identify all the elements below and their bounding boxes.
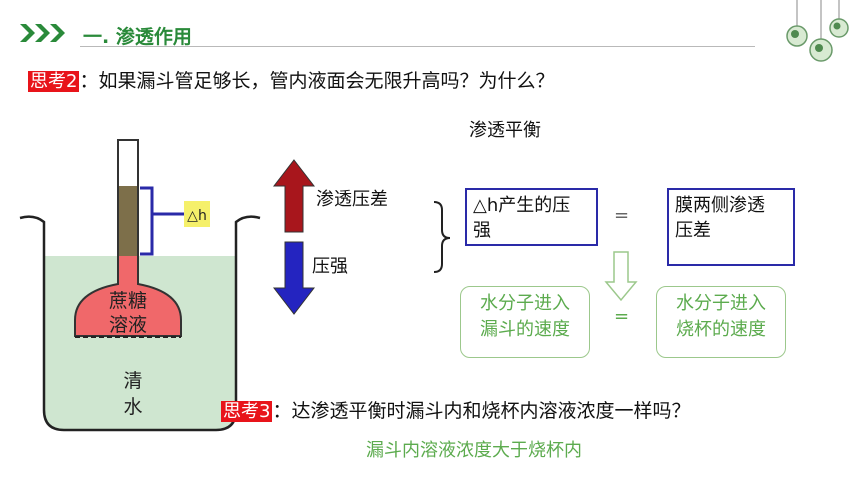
delta-h-label: △h (187, 208, 207, 224)
speed-funnel-line-1: 水分子进入 (480, 293, 570, 314)
pendant-lamps-icon (786, 0, 849, 62)
membrane-diff-box: 膜两侧渗透 压差 (667, 188, 795, 266)
beaker-text-1: 清 (123, 370, 142, 392)
question-2-tag: 思考2 (28, 71, 80, 92)
osmotic-diff-label: 渗透压差 (316, 189, 388, 210)
speed-funnel-line-2: 漏斗的速度 (480, 319, 570, 340)
question-3-text: ：达渗透平衡时漏斗内和烧杯内溶液浓度一样吗？ (272, 400, 691, 422)
question-3: 思考3：达渗透平衡时漏斗内和烧杯内溶液浓度一样吗？ (221, 396, 690, 426)
tube-solution (119, 256, 137, 286)
question-2-text: ：如果漏斗管足够长，管内液面会无限升高吗？为什么？ (79, 70, 555, 92)
speed-beaker-line-2: 烧杯的速度 (676, 319, 766, 340)
delta-h-highlight (184, 201, 210, 227)
membrane-box-line-2: 压差 (675, 220, 711, 241)
section-title: 一. 渗透作用 (83, 26, 192, 48)
question-3-tag: 思考3 (221, 401, 273, 422)
hollow-arrow-down-icon (604, 251, 638, 302)
pressure-box-line-1: △h产生的压 (473, 195, 571, 216)
question-2: 思考2：如果漏斗管足够长，管内液面会无限升高吗？为什么？ (28, 66, 554, 96)
speed-funnel-box: 水分子进入 漏斗的速度 (460, 286, 590, 358)
arrow-up-icon (272, 159, 316, 233)
membrane-box-line-1: 膜两侧渗透 (675, 195, 765, 216)
raised-liquid (119, 186, 137, 258)
chevrons-icon (20, 24, 65, 42)
speed-beaker-line-1: 水分子进入 (676, 293, 766, 314)
equal-sign-top: = (614, 205, 630, 226)
beaker-outline (19, 215, 261, 432)
header-divider (80, 46, 755, 47)
beaker-text-2: 水 (123, 396, 142, 418)
arrow-down-icon (272, 241, 316, 315)
funnel-text-1: 蔗糖 (109, 290, 147, 312)
curly-brace (433, 201, 451, 273)
pressure-label: 压强 (312, 256, 348, 277)
funnel-text-2: 溶液 (109, 314, 147, 336)
equal-sign-bottom: = (614, 306, 630, 327)
pressure-box: △h产生的压 强 (465, 188, 598, 246)
delta-h-bracket (140, 186, 154, 256)
pressure-box-line-2: 强 (473, 220, 491, 241)
answer-3: 漏斗内溶液浓度大于烧杯内 (366, 440, 582, 461)
osmotic-balance-heading: 渗透平衡 (469, 120, 541, 141)
speed-beaker-box: 水分子进入 烧杯的速度 (656, 286, 786, 358)
